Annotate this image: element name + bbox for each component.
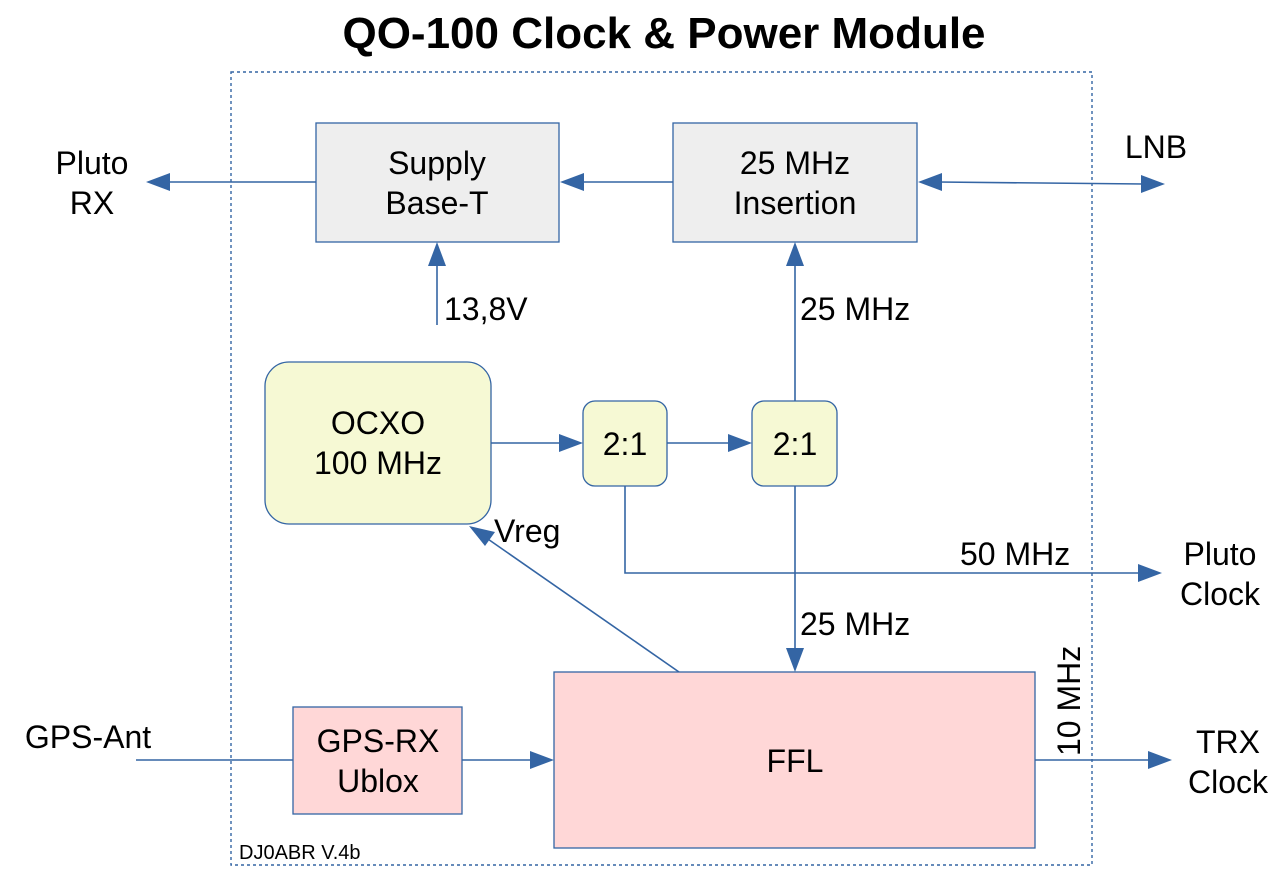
supply-block: Supply Base-T [315, 122, 560, 243]
arrow-into-insertion-25mhz [786, 242, 804, 266]
signal-13v8-label: 13,8V [444, 291, 528, 327]
port-pluto-clock-line2: Clock [1180, 576, 1261, 612]
divider-1-label: 2:1 [603, 426, 647, 462]
port-lnb-label: LNB [1125, 129, 1187, 165]
arrow-pluto-rx [146, 173, 170, 191]
wire-insertion-lnb [937, 181, 1146, 185]
arrow-into-div2 [728, 434, 752, 452]
version-label: DJ0ABR V.4b [239, 842, 361, 864]
signal-vreg-label: Vreg [494, 513, 560, 549]
port-trx-clock-line1: TRX [1196, 724, 1260, 760]
port-pluto-rx-line1: Pluto [56, 145, 129, 181]
divider-2-block: 2:1 [751, 400, 838, 487]
port-trx-clock-line2: Clock [1188, 764, 1269, 800]
ffl-label: FFL [767, 743, 824, 779]
divider-2-label: 2:1 [773, 426, 817, 462]
arrow-into-insertion [918, 173, 942, 191]
signal-50mhz-label: 50 MHz [960, 536, 1070, 572]
gps-rx-label-line2: Ublox [337, 763, 419, 799]
arrow-into-ffl-25mhz [786, 648, 804, 672]
supply-label-line1: Supply [388, 145, 486, 181]
module-frame [230, 71, 1093, 866]
port-gps-ant-label: GPS-Ant [25, 719, 151, 755]
arrow-vreg [469, 526, 495, 546]
arrow-pluto-clock [1138, 564, 1162, 582]
signal-10mhz-label: 10 MHz [1051, 646, 1087, 756]
wire-div1-to-pluto-clock [624, 486, 1142, 574]
insertion-label-line1: 25 MHz [740, 145, 850, 181]
diagram-title: QO-100 Clock & Power Module [342, 9, 985, 58]
ocxo-label-line2: 100 MHz [314, 445, 442, 481]
ocxo-block: OCXO 100 MHz [264, 361, 492, 525]
wire-vreg [484, 536, 680, 673]
arrow-into-ffl-gps [530, 751, 554, 769]
arrow-lnb [1141, 175, 1165, 193]
gps-rx-block: GPS-RX Ublox [292, 706, 463, 815]
arrow-into-supply [560, 173, 584, 191]
divider-1-block: 2:1 [582, 400, 668, 487]
signal-25mhz-down-label: 25 MHz [800, 606, 910, 642]
arrow-13v8 [428, 242, 446, 266]
gps-rx-label-line1: GPS-RX [317, 723, 440, 759]
supply-label-line2: Base-T [385, 185, 488, 221]
port-pluto-clock-line1: Pluto [1184, 536, 1257, 572]
signal-25mhz-up-label: 25 MHz [800, 291, 910, 327]
port-pluto-rx-line2: RX [70, 185, 114, 221]
insertion-block: 25 MHz Insertion [672, 122, 918, 243]
ocxo-label-line1: OCXO [331, 405, 425, 441]
insertion-label-line2: Insertion [734, 185, 857, 221]
ffl-block: FFL [553, 671, 1036, 849]
arrow-into-div1 [559, 434, 583, 452]
arrow-trx-clock [1148, 751, 1172, 769]
